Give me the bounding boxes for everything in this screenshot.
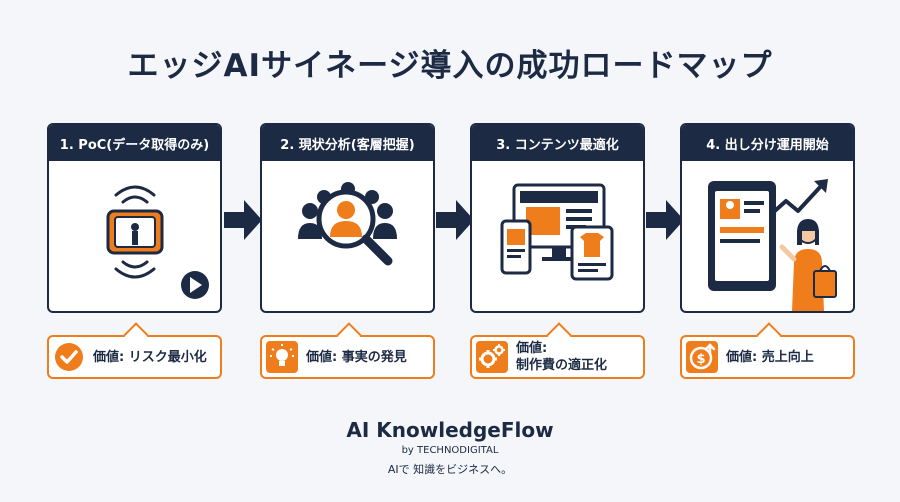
step-label: 3. コンテンツ最適化 xyxy=(472,125,643,161)
brand-tagline: AIで 知識をビジネスへ。 xyxy=(387,463,513,476)
step-card-4: 4. 出し分け運用開始 xyxy=(680,123,855,313)
arrow-right-icon xyxy=(436,200,474,240)
step-label: 2. 現状分析(客層把握) xyxy=(262,125,433,161)
brand-by: by TECHNODIGITAL xyxy=(401,445,499,456)
step-label: 1. PoC(データ取得のみ) xyxy=(49,125,220,161)
magnifier-people-icon xyxy=(298,182,397,266)
step-card-1: 1. PoC(データ取得のみ) xyxy=(47,123,222,313)
step-card-2: 2. 現状分析(客層把握) xyxy=(260,123,435,313)
value-text: 価値: 事実の発見 xyxy=(306,349,407,365)
brand-name: AI KnowledgeFlow xyxy=(346,418,554,442)
value-text: 価値: 売上向上 xyxy=(726,349,814,365)
value-box-1: 価値: リスク最小化 xyxy=(47,322,222,379)
signal-camera-play-icon xyxy=(106,185,209,299)
coin-up-arrow-icon: $ xyxy=(689,343,716,370)
lightbulb-icon xyxy=(270,344,294,366)
value-text: 価値: リスク最小化 xyxy=(93,349,207,365)
value-box-3: 価値: 制作費の適正化 xyxy=(470,322,645,379)
check-circle-icon xyxy=(55,343,83,371)
tablet-customer-growth-icon xyxy=(708,179,837,311)
value-box-2: 価値: 事実の発見 xyxy=(260,322,435,379)
multi-device-content-icon xyxy=(500,183,614,281)
step-label: 4. 出し分け運用開始 xyxy=(682,125,853,161)
page-title: エッジAIサイネージ導入の成功ロードマップ xyxy=(127,48,773,84)
value-box-4: $ 価値: 売上向上 xyxy=(680,322,855,379)
step-card-3: 3. コンテンツ最適化 xyxy=(470,123,645,313)
value-text: 価値: 制作費の適正化 xyxy=(516,341,608,373)
svg-text:$: $ xyxy=(696,352,705,367)
gears-icon xyxy=(479,344,505,368)
arrow-right-icon xyxy=(224,200,262,240)
arrow-right-icon xyxy=(646,200,684,240)
